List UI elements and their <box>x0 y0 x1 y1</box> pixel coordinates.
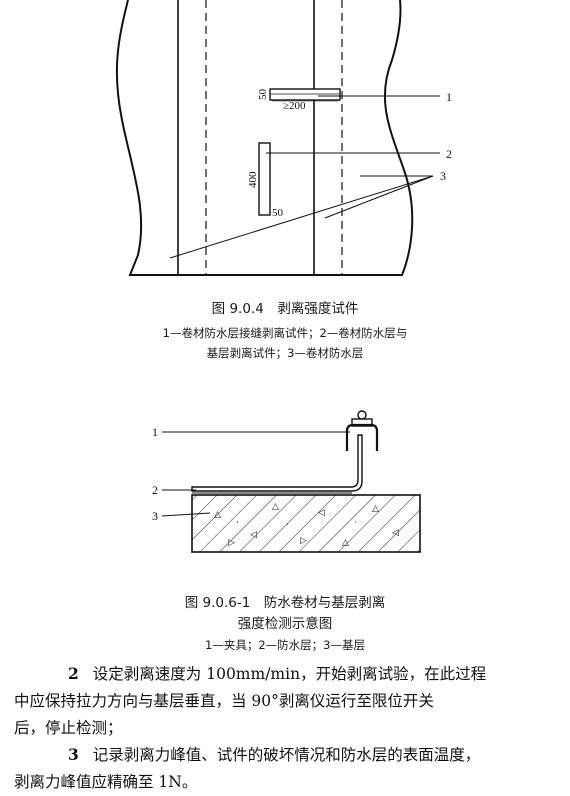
step-2-number: 2 <box>68 664 79 683</box>
svg-text:▷: ▷ <box>300 535 307 545</box>
svg-text:·: · <box>354 517 357 527</box>
svg-text:△: △ <box>372 503 379 513</box>
dim-50-bottom: 50 <box>272 207 284 219</box>
callout-1: 1 <box>446 90 452 104</box>
figure2-legend: 1—夹具；2—防水层；3—基层 <box>205 638 365 652</box>
figure1-caption: 图 9.0.4 剥离强度试件 <box>211 301 359 317</box>
svg-text:△: △ <box>342 537 349 547</box>
figure1-legend-line2: 基层剥离试件；3—卷材防水层 <box>206 346 364 360</box>
callout-2: 2 <box>446 147 452 161</box>
base-peel-specimen <box>258 142 271 216</box>
aggregate-marks: △ ◁ △ ▷ ◁ △ △ ◁ ▷ · · · <box>214 501 399 547</box>
callout-3: 3 <box>440 169 446 183</box>
svg-text:▷: ▷ <box>228 537 235 547</box>
callout-3: 3 <box>152 509 158 523</box>
step-3-number: 3 <box>68 745 79 764</box>
seam-peel-specimen <box>269 88 341 101</box>
dim-400: 400 <box>247 171 259 188</box>
step-3-paragraph: 3 记录剥离力峰值、试件的破坏情况和防水层的表面温度， 剥离力峰值应精确至 1N。 <box>14 741 559 796</box>
figure2-caption-line2: 强度检测示意图 <box>237 616 333 632</box>
figure1-legend-line1: 1—卷材防水层接缝剥离试件；2—卷材防水层与 <box>162 326 408 340</box>
step-2-paragraph: 2 设定剥离速度为 100mm/min，开始剥离试验，在此过程 中应保持拉力方向与… <box>14 660 559 742</box>
figure-peel-specimen: 50 ≥200 400 50 1 2 3 <box>115 0 452 276</box>
dim-50-top: 50 <box>257 89 269 101</box>
step-2-line3: 后，停止检测； <box>14 719 123 737</box>
step-3-line1: 记录剥离力峰值、试件的破坏情况和防水层的表面温度， <box>92 746 481 764</box>
substrate <box>191 494 421 553</box>
svg-text:◁: ◁ <box>392 527 399 537</box>
figure-peel-test-schematic: △ ◁ △ ▷ ◁ △ △ ◁ ▷ · · · 1 2 3 <box>152 410 421 553</box>
svg-text:◁: ◁ <box>318 507 325 517</box>
svg-text:◁: ◁ <box>250 529 257 539</box>
dim-200: ≥200 <box>283 100 306 112</box>
step-3-line2: 剥离力峰值应精确至 1N。 <box>14 773 198 791</box>
figure2-caption-line1: 图 9.0.6-1 防水卷材与基层剥离 <box>184 595 386 611</box>
svg-text:△: △ <box>214 509 221 519</box>
svg-text:△: △ <box>272 501 279 511</box>
callout-2: 2 <box>152 483 158 497</box>
sheet-outline <box>115 0 414 276</box>
clamp <box>345 410 379 451</box>
step-2-line1: 设定剥离速度为 100mm/min，开始剥离试验，在此过程 <box>92 665 487 683</box>
callout-1: 1 <box>152 425 158 439</box>
svg-text:·: · <box>236 517 239 527</box>
waterproof-layer <box>191 434 363 492</box>
svg-text:·: · <box>286 519 289 529</box>
step-2-line2: 中应保持拉力方向与基层垂直，当 90°剥离仪运行至限位开关 <box>14 692 434 710</box>
